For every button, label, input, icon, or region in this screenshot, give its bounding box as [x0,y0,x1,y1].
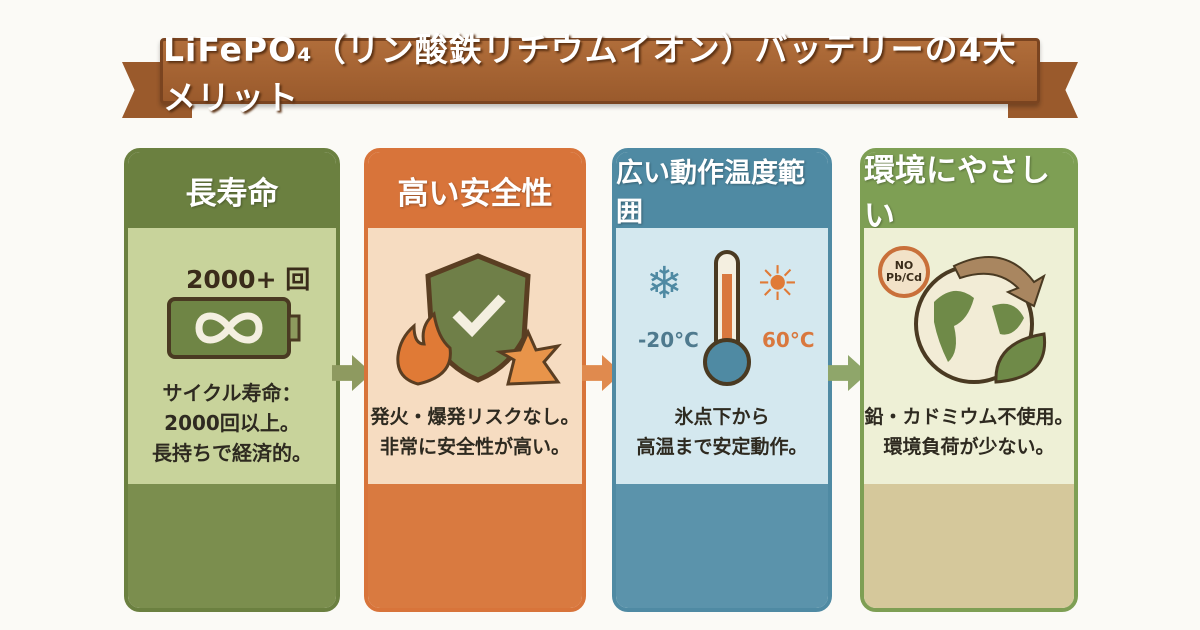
desc-line: 2000回以上。 [164,411,300,435]
desc-line: 非常に安全性が高い。 [379,436,570,458]
desc-line: サイクル寿命： [162,381,302,405]
low-temp-label: -20°C [638,328,699,352]
card-heading: 高い安全性 [368,152,582,228]
sun-icon: ☀ [756,256,800,312]
badge-text: NO [894,259,914,272]
desc-line: 長持ちで経済的。 [152,441,312,465]
infinity-battery-icon [167,297,301,359]
desc-line: 発火・爆発リスクなし。 [370,406,580,428]
desc-line: 環境負荷が少ない。 [883,436,1055,458]
desc-line: 氷点下から [674,406,770,428]
card-temperature-range: 広い動作温度範囲 ❄ ☀ -20°C 60°C 氷点下から高温まで安定動作。 [612,148,832,612]
card-heading: 広い動作温度範囲 [616,152,828,228]
title-banner: LiFePO₄（リン酸鉄リチウムイオン）バッテリーの4大メリット [160,30,1040,117]
card-long-life: 長寿命 2000+ 回 サイクル寿命： 2000回以上。長持ちで経済的。 [124,148,340,612]
high-temp-label: 60°C [762,328,815,352]
thermometer-icon [703,250,751,386]
card-heading: 長寿命 [128,152,336,228]
page-title: LiFePO₄（リン酸鉄リチウムイオン）バッテリーの4大メリット [163,30,1017,117]
desc-line: 鉛・カドミウム不使用。 [864,406,1074,428]
snowflake-icon: ❄ [646,258,683,309]
cycle-stat: 2000+ 回 [186,265,311,294]
card-heading: 環境にやさしい [864,152,1074,234]
shield-check-fire-icon [396,253,562,386]
badge-text: Pb/Cd [886,271,922,284]
card-safety: 高い安全性 発火・爆発リスクなし。非常に安全性が高い。 [364,148,586,612]
earth-recycle-leaf-icon [914,256,1047,384]
desc-line: 高温まで安定動作。 [636,436,808,458]
